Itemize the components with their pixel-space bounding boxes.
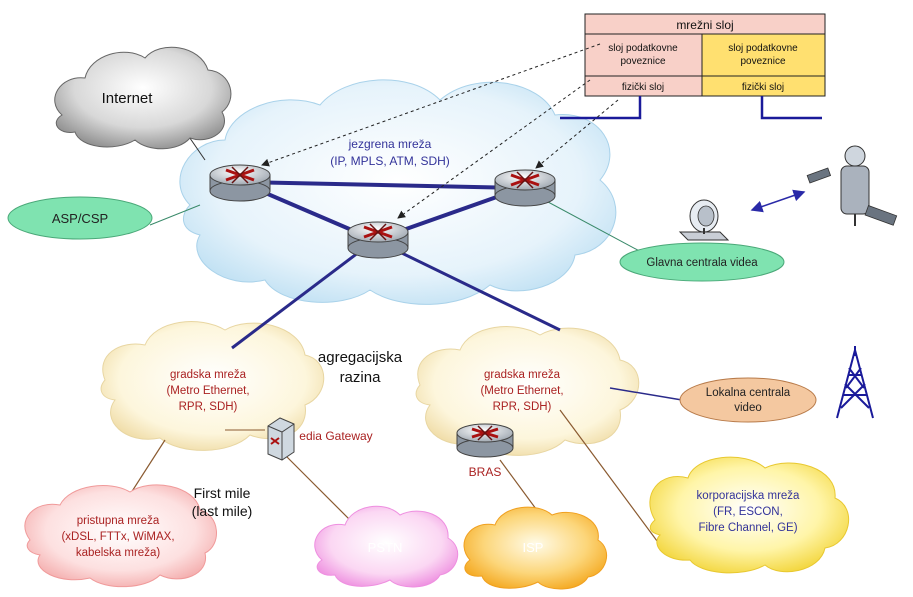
metro-network-left-cloud <box>100 321 325 451</box>
corporate-label-3: Fibre Channel, GE) <box>698 522 797 534</box>
metro-left-label-3: RPR, SDH) <box>179 401 238 413</box>
access-label-1: pristupna mreža <box>77 515 160 527</box>
metro-right-label-3: RPR, SDH) <box>493 401 552 413</box>
satellite-icon <box>806 145 898 226</box>
core-network-cloud <box>179 79 617 305</box>
datalink-right-label-1: sloj podatkovne <box>728 43 798 54</box>
transmission-tower-icon <box>836 346 874 419</box>
metro-left-label-1: gradska mreža <box>170 369 247 381</box>
first-mile-label-1: First mile <box>194 485 251 501</box>
internet-cloud: Internet <box>54 46 232 150</box>
media-gateway-icon <box>267 417 295 461</box>
satellite-link <box>750 189 806 213</box>
access-label-3: kabelska mreža) <box>76 547 161 559</box>
aggregation-label-2: razina <box>340 369 382 386</box>
main-video-center-oval: Glavna centrala videa <box>619 242 785 282</box>
asp-csp-label: ASP/CSP <box>52 211 108 226</box>
first-mile-label-2: (last mile) <box>192 503 253 519</box>
access-network-cloud: pristupna mreža (xDSL, FTTx, WiMAX, kabe… <box>24 484 217 588</box>
aggregation-label-1: agregacijska <box>318 349 403 366</box>
isp-label: ISP <box>523 540 544 555</box>
router-core-left-icon <box>209 164 271 202</box>
satellite-dish-icon <box>678 199 730 241</box>
metro-right-label-2: (Metro Ethernet, <box>480 385 563 397</box>
pstn-label: PSTN <box>368 540 403 555</box>
datalink-left-label-1: sloj podatkovne <box>608 43 678 54</box>
metro-network-right-cloud <box>415 326 640 456</box>
core-label-1: jezgrena mreža <box>348 137 432 151</box>
local-video-label-1: Lokalna centrala <box>706 387 791 399</box>
metro-left-label-2: (Metro Ethernet, <box>166 385 249 397</box>
asp-csp-oval: ASP/CSP <box>7 196 153 240</box>
router-bras-icon <box>456 423 514 458</box>
network-layer-label: mrežni sloj <box>676 18 733 32</box>
datalink-right-label-2: poveznice <box>740 56 785 67</box>
physical-left-label: fizički sloj <box>622 82 664 93</box>
router-core-right-icon <box>494 169 556 207</box>
main-video-center-label: Glavna centrala videa <box>646 257 758 269</box>
local-video-center-oval: Lokalna centrala video <box>679 377 817 423</box>
pstn-cloud: PSTN <box>314 505 459 588</box>
bras-label: BRAS <box>469 465 502 479</box>
access-label-2: (xDSL, FTTx, WiMAX, <box>61 531 174 543</box>
media-gateway-label: edia Gateway <box>299 429 372 443</box>
internet-label: Internet <box>102 90 154 107</box>
corporate-label-2: (FR, ESCON, <box>713 506 783 518</box>
metro-right-label-1: gradska mreža <box>484 369 561 381</box>
core-label-2: (IP, MPLS, ATM, SDH) <box>330 154 450 168</box>
corporate-network-cloud: korporacijska mreža (FR, ESCON, Fibre Ch… <box>649 456 850 574</box>
corporate-label-1: korporacijska mreža <box>697 490 800 502</box>
protocol-layer-table: mrežni sloj sloj podatkovne poveznice sl… <box>560 13 826 120</box>
router-core-center-icon <box>347 221 409 259</box>
isp-cloud: ISP <box>463 506 608 590</box>
datalink-left-label-2: poveznice <box>620 56 665 67</box>
physical-right-label: fizički sloj <box>742 82 784 93</box>
local-video-label-2: video <box>734 402 762 414</box>
